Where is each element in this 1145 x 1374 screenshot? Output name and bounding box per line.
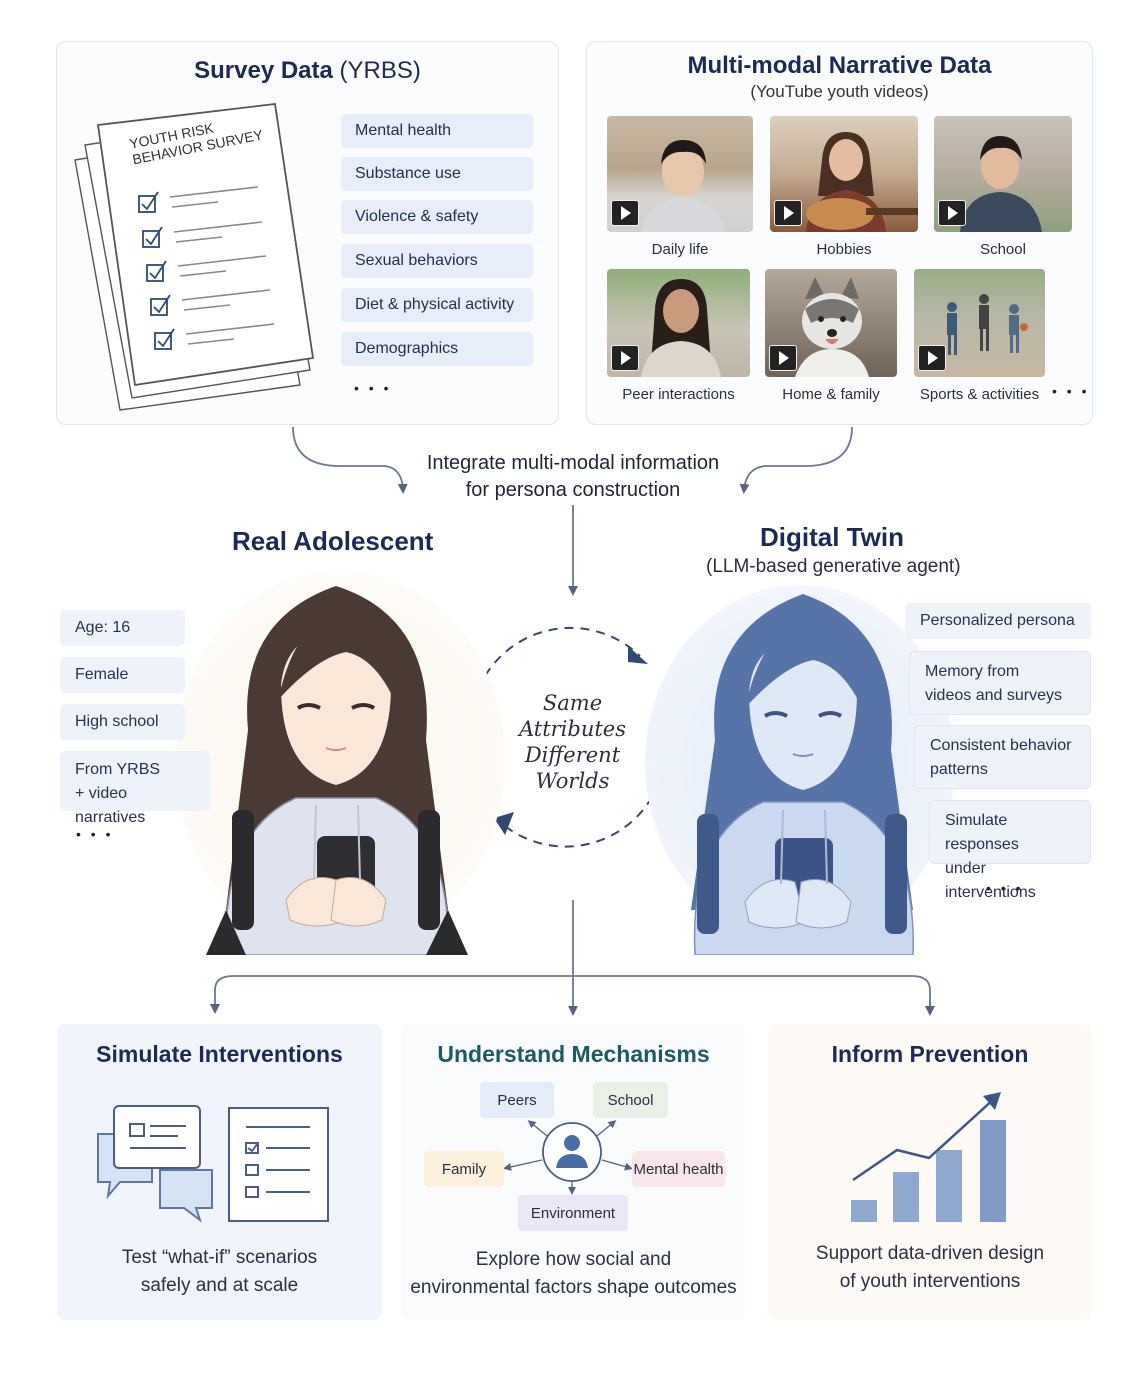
inform-title: Inform Prevention bbox=[831, 1041, 1029, 1067]
video-thumb-home-family[interactable] bbox=[765, 269, 897, 377]
understand-line2: environmental factors shape outcomes bbox=[410, 1277, 737, 1298]
survey-title: Survey Data (YRBS) bbox=[194, 57, 421, 84]
survey-more-dots: • • • bbox=[354, 380, 392, 396]
same-attributes-caption: Same Attributes Different Worlds bbox=[505, 690, 640, 794]
inform-line1: Support data-driven design bbox=[815, 1243, 1045, 1264]
twin-item-consistent: Consistent behavior patterns bbox=[914, 725, 1091, 789]
survey-item-sexual-behaviors: Sexual behaviors bbox=[341, 244, 533, 278]
video-thumb-school[interactable] bbox=[934, 116, 1072, 232]
players-icon bbox=[947, 294, 1028, 355]
growth-chart-icon bbox=[851, 1092, 1006, 1222]
twin-simulate-line2: under interventions bbox=[945, 860, 1036, 901]
person-figure-icon bbox=[960, 136, 1042, 232]
twin-more-dots: • • • bbox=[986, 880, 1024, 896]
digital-twin-title: Digital Twin bbox=[760, 522, 904, 552]
twin-item-persona: Personalized persona bbox=[905, 603, 1091, 639]
understand-text: Explore how social and environmental fac… bbox=[402, 1246, 745, 1302]
dog-icon bbox=[795, 277, 869, 377]
video-label-sports-activities: Sports & activities bbox=[919, 386, 1040, 403]
twin-memory-line2: videos and surveys bbox=[925, 687, 1062, 704]
real-source-line2: + video narratives bbox=[75, 785, 146, 826]
integrate-caption: Integrate multi-modal information for pe… bbox=[373, 450, 773, 504]
person-figure-icon bbox=[641, 140, 725, 232]
simulate-title: Simulate Interventions bbox=[96, 1041, 343, 1067]
narrative-more-dots: • • • bbox=[1052, 383, 1090, 399]
narrative-title: Multi-modal Narrative Data bbox=[687, 52, 992, 79]
real-adolescent-title: Real Adolescent bbox=[232, 526, 434, 556]
play-icon[interactable] bbox=[769, 345, 797, 371]
simulate-line2: safely and at scale bbox=[140, 1275, 299, 1296]
twin-item-simulate: Simulate responses under interventions bbox=[929, 800, 1091, 901]
real-attr-school: High school bbox=[60, 704, 185, 740]
survey-item-substance-use: Substance use bbox=[341, 157, 533, 191]
twin-simulate-line1: Simulate responses bbox=[945, 812, 1019, 853]
play-icon[interactable] bbox=[918, 345, 946, 371]
twin-consistent-line2: patterns bbox=[930, 761, 988, 778]
node-peers: Peers bbox=[480, 1082, 554, 1118]
narrative-subtitle: (YouTube youth videos) bbox=[750, 82, 929, 101]
twin-consistent-line1: Consistent behavior bbox=[930, 737, 1072, 754]
video-label-hobbies: Hobbies bbox=[816, 241, 872, 258]
center-line4: Worlds bbox=[535, 769, 610, 793]
node-family: Family bbox=[424, 1151, 504, 1187]
integrate-line2: for persona construction bbox=[465, 479, 681, 501]
play-icon[interactable] bbox=[611, 345, 639, 371]
mechanism-network bbox=[503, 1120, 633, 1195]
simulate-text: Test “what-if” scenarios safely and at s… bbox=[57, 1244, 382, 1300]
person-figure-icon bbox=[641, 279, 721, 377]
video-label-school: School bbox=[980, 241, 1026, 258]
checklist-icon bbox=[228, 1107, 329, 1222]
video-label-home-family: Home & family bbox=[782, 386, 880, 403]
survey-item-violence-safety: Violence & safety bbox=[341, 200, 533, 234]
understand-title: Understand Mechanisms bbox=[437, 1041, 710, 1067]
play-icon[interactable] bbox=[611, 200, 639, 226]
video-thumb-sports-activities[interactable] bbox=[914, 269, 1045, 377]
real-source-line1: From YRBS bbox=[75, 761, 161, 778]
video-label-peer-interactions: Peer interactions bbox=[622, 386, 735, 403]
inform-text: Support data-driven design of youth inte… bbox=[768, 1240, 1092, 1296]
play-icon[interactable] bbox=[774, 200, 802, 226]
survey-checklist bbox=[138, 186, 275, 350]
digital-twin-illustration bbox=[691, 594, 914, 955]
node-mental-health: Mental health bbox=[632, 1151, 725, 1187]
simulate-line1: Test “what-if” scenarios bbox=[121, 1247, 318, 1268]
inform-line2: of youth interventions bbox=[839, 1271, 1021, 1292]
understand-line1: Explore how social and bbox=[475, 1249, 672, 1270]
survey-item-demographics: Demographics bbox=[341, 332, 533, 366]
real-attr-gender: Female bbox=[60, 657, 185, 693]
center-line1: Same bbox=[542, 691, 603, 715]
survey-item-mental-health: Mental health bbox=[341, 114, 533, 148]
chat-bubbles-icon bbox=[97, 1105, 213, 1223]
real-adolescent-illustration bbox=[206, 586, 468, 955]
video-thumb-hobbies[interactable] bbox=[770, 116, 918, 232]
play-icon[interactable] bbox=[938, 200, 966, 226]
video-label-daily-life: Daily life bbox=[651, 241, 709, 258]
node-school: School bbox=[593, 1082, 668, 1118]
real-attr-source: From YRBS + video narratives bbox=[60, 751, 210, 826]
real-more-dots: • • • bbox=[76, 826, 114, 842]
video-thumb-daily-life[interactable] bbox=[607, 116, 753, 232]
guitar-player-icon bbox=[806, 132, 918, 232]
survey-item-diet-activity: Diet & physical activity bbox=[341, 288, 533, 322]
real-attr-age: Age: 16 bbox=[60, 610, 185, 646]
inform-prevention-card: Inform Prevention Support data-driven de… bbox=[768, 1024, 1092, 1320]
twin-memory-line1: Memory from bbox=[925, 663, 1020, 680]
center-line3: Different bbox=[524, 743, 621, 767]
twin-item-memory: Memory from videos and surveys bbox=[909, 651, 1091, 715]
digital-twin-subtitle: (LLM-based generative agent) bbox=[706, 556, 961, 577]
video-thumb-peer-interactions[interactable] bbox=[607, 269, 750, 377]
integrate-line1: Integrate multi-modal information bbox=[426, 452, 720, 474]
center-line2: Attributes bbox=[518, 717, 627, 741]
node-environment: Environment bbox=[518, 1195, 628, 1231]
